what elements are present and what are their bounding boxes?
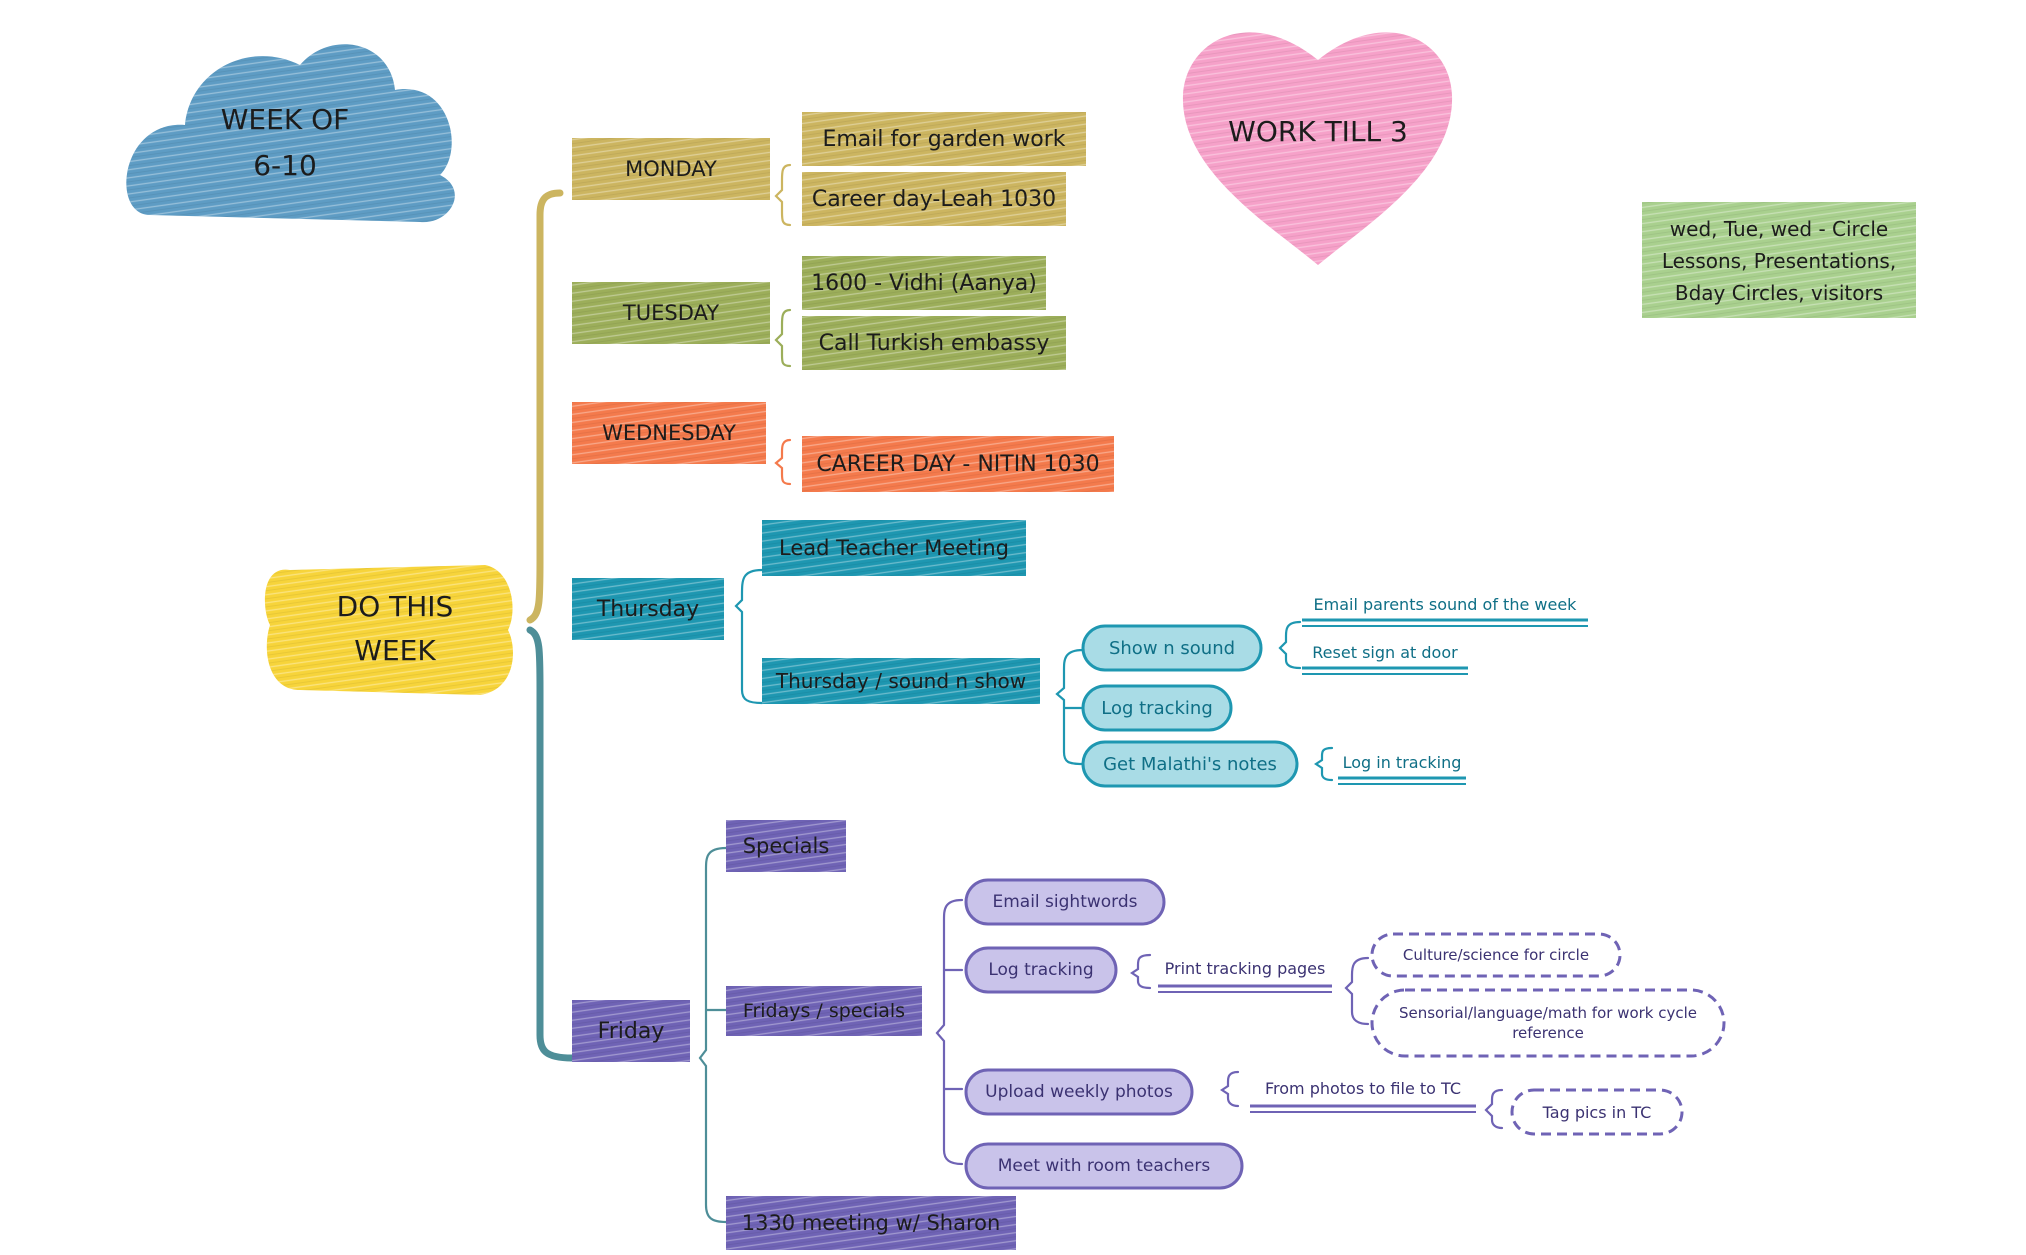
connectors <box>526 163 1504 1224</box>
week-cloud-shape <box>126 44 455 223</box>
center-line-2: WEEK <box>354 633 436 667</box>
day-monday[interactable]: MONDAY <box>625 157 717 181</box>
tuesday-item-2[interactable]: Call Turkish embassy <box>818 330 1050 356</box>
get-malathis-notes[interactable]: Get Malathi's notes <box>1103 753 1277 775</box>
heart-shape <box>1182 32 1453 265</box>
lead-teacher-meeting[interactable]: Lead Teacher Meeting <box>779 536 1009 560</box>
sensorial-language-math[interactable]: Sensorial/language/math for work cycle r… <box>1398 1003 1698 1042</box>
note-line-1: wed, Tue, wed - Circle <box>1669 217 1889 241</box>
email-sightwords[interactable]: Email sightwords <box>992 892 1138 912</box>
week-of-label: WEEK OF <box>220 102 350 136</box>
center-shape <box>264 565 513 695</box>
note-line-2: Lessons, Presentations, <box>1661 249 1897 273</box>
specials[interactable]: Specials <box>742 834 830 858</box>
upload-weekly-photos[interactable]: Upload weekly photos <box>985 1082 1173 1102</box>
culture-science[interactable]: Culture/science for circle <box>1402 946 1590 964</box>
tuesday-item-1[interactable]: 1600 - Vidhi (Aanya) <box>811 270 1037 296</box>
shapes <box>126 32 1916 1250</box>
monday-item-2[interactable]: Career day-Leah 1030 <box>811 186 1057 212</box>
log-in-tracking[interactable]: Log in tracking <box>1342 752 1462 772</box>
note-shape <box>1642 202 1916 318</box>
from-photos-to-file[interactable]: From photos to file to TC <box>1264 1078 1462 1098</box>
tag-pics-in-tc[interactable]: Tag pics in TC <box>1542 1102 1652 1122</box>
center-line-1: DO THIS <box>336 589 454 623</box>
thursday-log-tracking[interactable]: Log tracking <box>1101 697 1213 719</box>
week-date-label: 6-10 <box>253 148 317 182</box>
note-line-3: Bday Circles, visitors <box>1674 281 1884 305</box>
meet-room-teachers[interactable]: Meet with room teachers <box>997 1156 1211 1176</box>
day-thursday[interactable]: Thursday <box>596 596 700 622</box>
monday-item-1[interactable]: Email for garden work <box>822 126 1066 152</box>
work-till-label: WORK TILL 3 <box>1228 114 1408 148</box>
friday-log-tracking[interactable]: Log tracking <box>988 960 1094 980</box>
show-n-sound[interactable]: Show n sound <box>1108 637 1236 659</box>
print-tracking-pages[interactable]: Print tracking pages <box>1164 958 1326 978</box>
email-parents-sound[interactable]: Email parents sound of the week <box>1313 594 1577 614</box>
reset-sign[interactable]: Reset sign at door <box>1312 642 1458 662</box>
day-tuesday[interactable]: TUESDAY <box>622 301 720 325</box>
day-wednesday[interactable]: WEDNESDAY <box>602 421 736 445</box>
thursday-sound-n-show[interactable]: Thursday / sound n show <box>775 669 1027 693</box>
meeting-with-sharon[interactable]: 1330 meeting w/ Sharon <box>741 1211 1001 1235</box>
fridays-specials[interactable]: Fridays / specials <box>742 1000 906 1022</box>
day-friday[interactable]: Friday <box>597 1018 665 1044</box>
wednesday-item-1[interactable]: CAREER DAY - NITIN 1030 <box>816 451 1100 477</box>
